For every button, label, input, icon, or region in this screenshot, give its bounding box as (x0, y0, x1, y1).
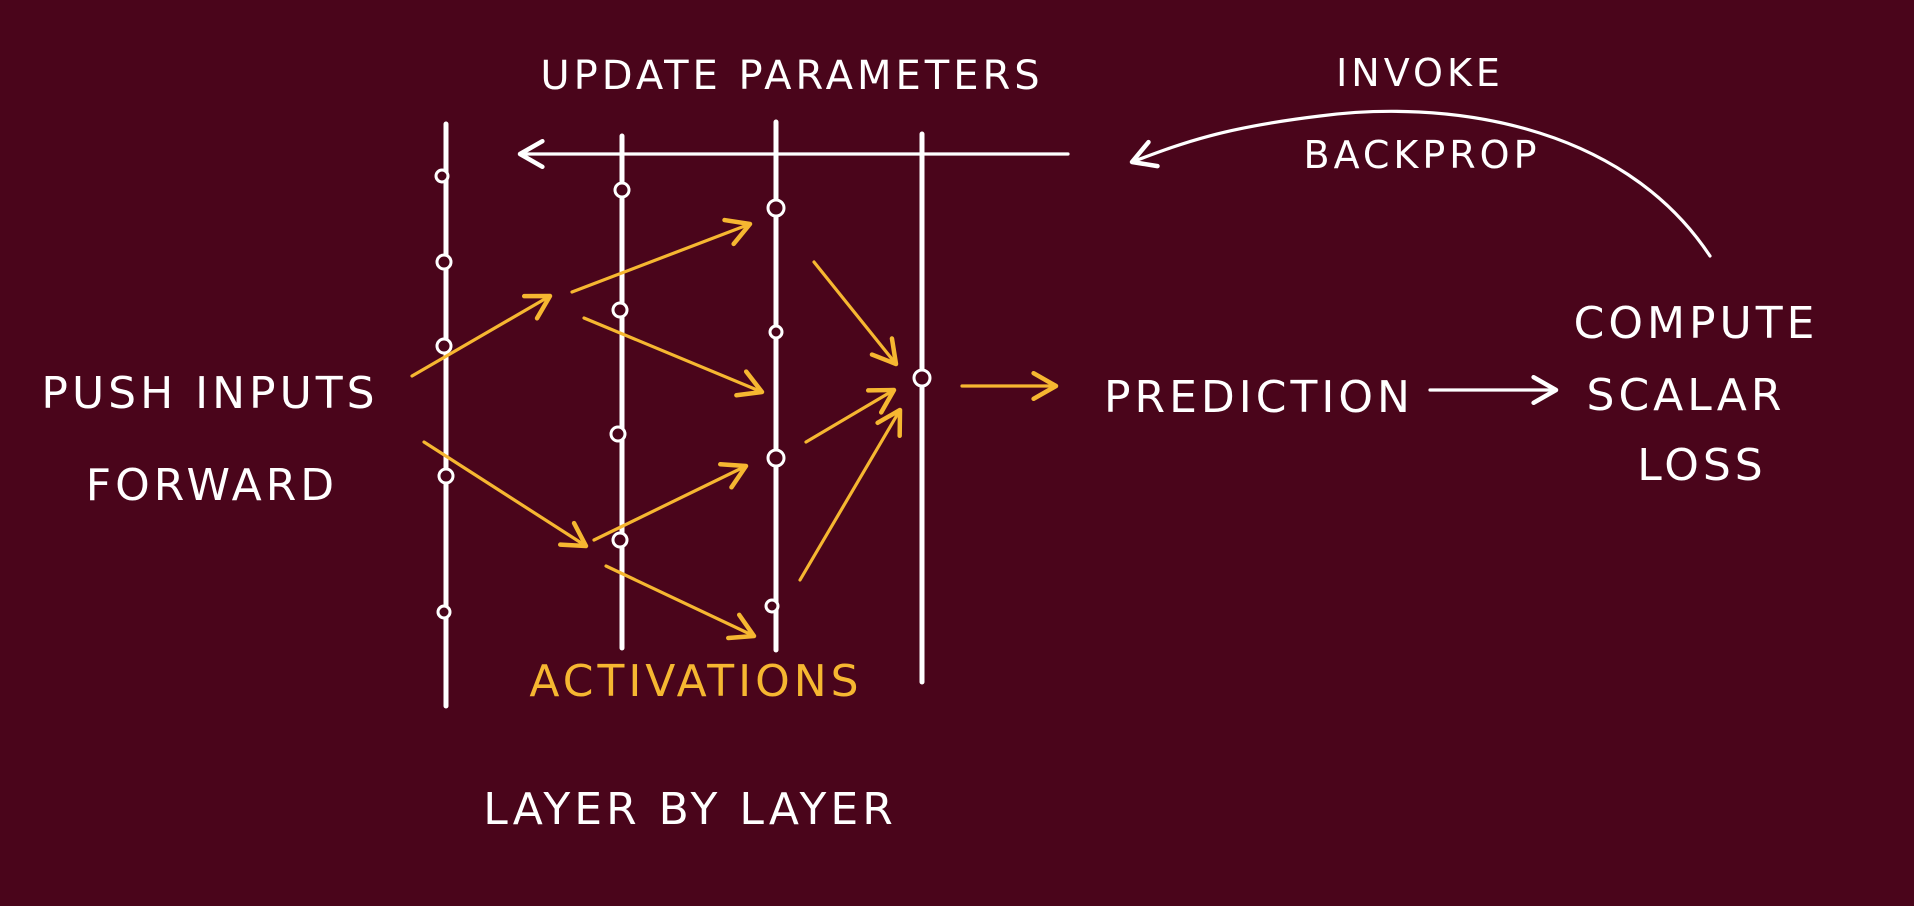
invoke-label: INVOKE (1336, 51, 1504, 95)
layer-by-layer-label: LAYER BY LAYER (483, 784, 897, 835)
activation-arrow (604, 564, 757, 641)
backprop-label: BACKPROP (1303, 133, 1541, 177)
neuron-l2-1 (613, 181, 631, 199)
neuron-l1-4 (437, 467, 455, 485)
neuron-l4-1 (912, 368, 932, 388)
scalar-label: SCALAR (1586, 370, 1786, 421)
forward-label: FORWARD (85, 460, 339, 511)
loss-label: LOSS (1637, 440, 1767, 491)
neuron-l1-5 (436, 604, 452, 620)
neuron-l2-3 (609, 425, 627, 443)
neuron-l3-3 (766, 448, 786, 468)
neurons (434, 168, 932, 620)
neuron-l1-1 (434, 168, 450, 184)
activation-arrow (812, 260, 899, 367)
neuron-l1-3 (435, 337, 453, 355)
flow-arrows (517, 109, 1712, 406)
activation-arrow (798, 407, 903, 582)
push-inputs-label: PUSH INPUTS (41, 368, 379, 419)
activation-arrow (422, 440, 589, 549)
activation-arrows (410, 217, 1059, 641)
activation-arrow (410, 293, 553, 378)
activation-arrow (570, 217, 753, 294)
neuron-l2-4 (611, 531, 629, 549)
activation-arrow (592, 462, 749, 542)
compute-label: COMPUTE (1573, 298, 1819, 349)
update-parameters-label: UPDATE PARAMETERS (540, 53, 1044, 99)
neuron-l3-4 (764, 598, 780, 614)
prediction-label: PREDICTION (1104, 372, 1414, 423)
neuron-l3-1 (766, 198, 786, 218)
activations-label: ACTIVATIONS (529, 656, 863, 707)
neuron-l3-2 (768, 324, 784, 340)
activation-arrow (582, 316, 765, 398)
neuron-l2-2 (611, 301, 629, 319)
neuron-l1-2 (435, 253, 453, 271)
activation-arrow (804, 387, 897, 444)
invoke-backprop-arrow (1129, 109, 1712, 258)
